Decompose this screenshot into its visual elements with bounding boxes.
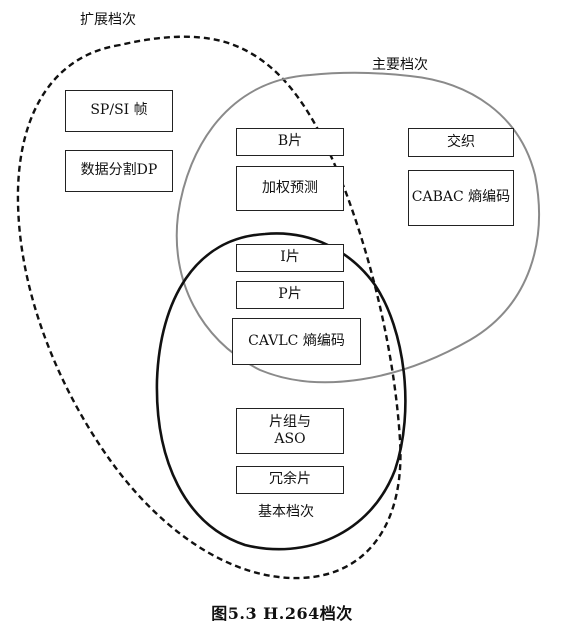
extended-profile-label: 扩展档次 [80,12,136,28]
redundant-slice-box: 冗余片 [236,466,344,494]
cavlc-box: CAVLC 熵编码 [232,318,361,365]
p-slice-box: P片 [236,281,344,309]
figure-caption: 图5.3 H.264档次 [211,604,353,623]
extended-profile-region [16,35,402,580]
slice-group-label: 片组与 [269,413,311,430]
slice-group-aso-box: 片组与 ASO [236,408,344,454]
sp-si-frame-box: SP/SI 帧 [65,90,173,132]
weighted-prediction-box: 加权预测 [236,166,344,211]
i-slice-box: I片 [236,244,344,272]
baseline-profile-region [155,232,407,551]
main-profile-label: 主要档次 [372,57,428,73]
cabac-box: CABAC 熵编码 [408,170,514,226]
aso-label: ASO [274,431,306,447]
data-partition-box: 数据分割DP [65,150,173,192]
main-profile-region [175,71,540,384]
interlace-box: 交织 [408,128,514,157]
baseline-profile-label: 基本档次 [258,504,314,520]
b-slice-box: B片 [236,128,344,156]
